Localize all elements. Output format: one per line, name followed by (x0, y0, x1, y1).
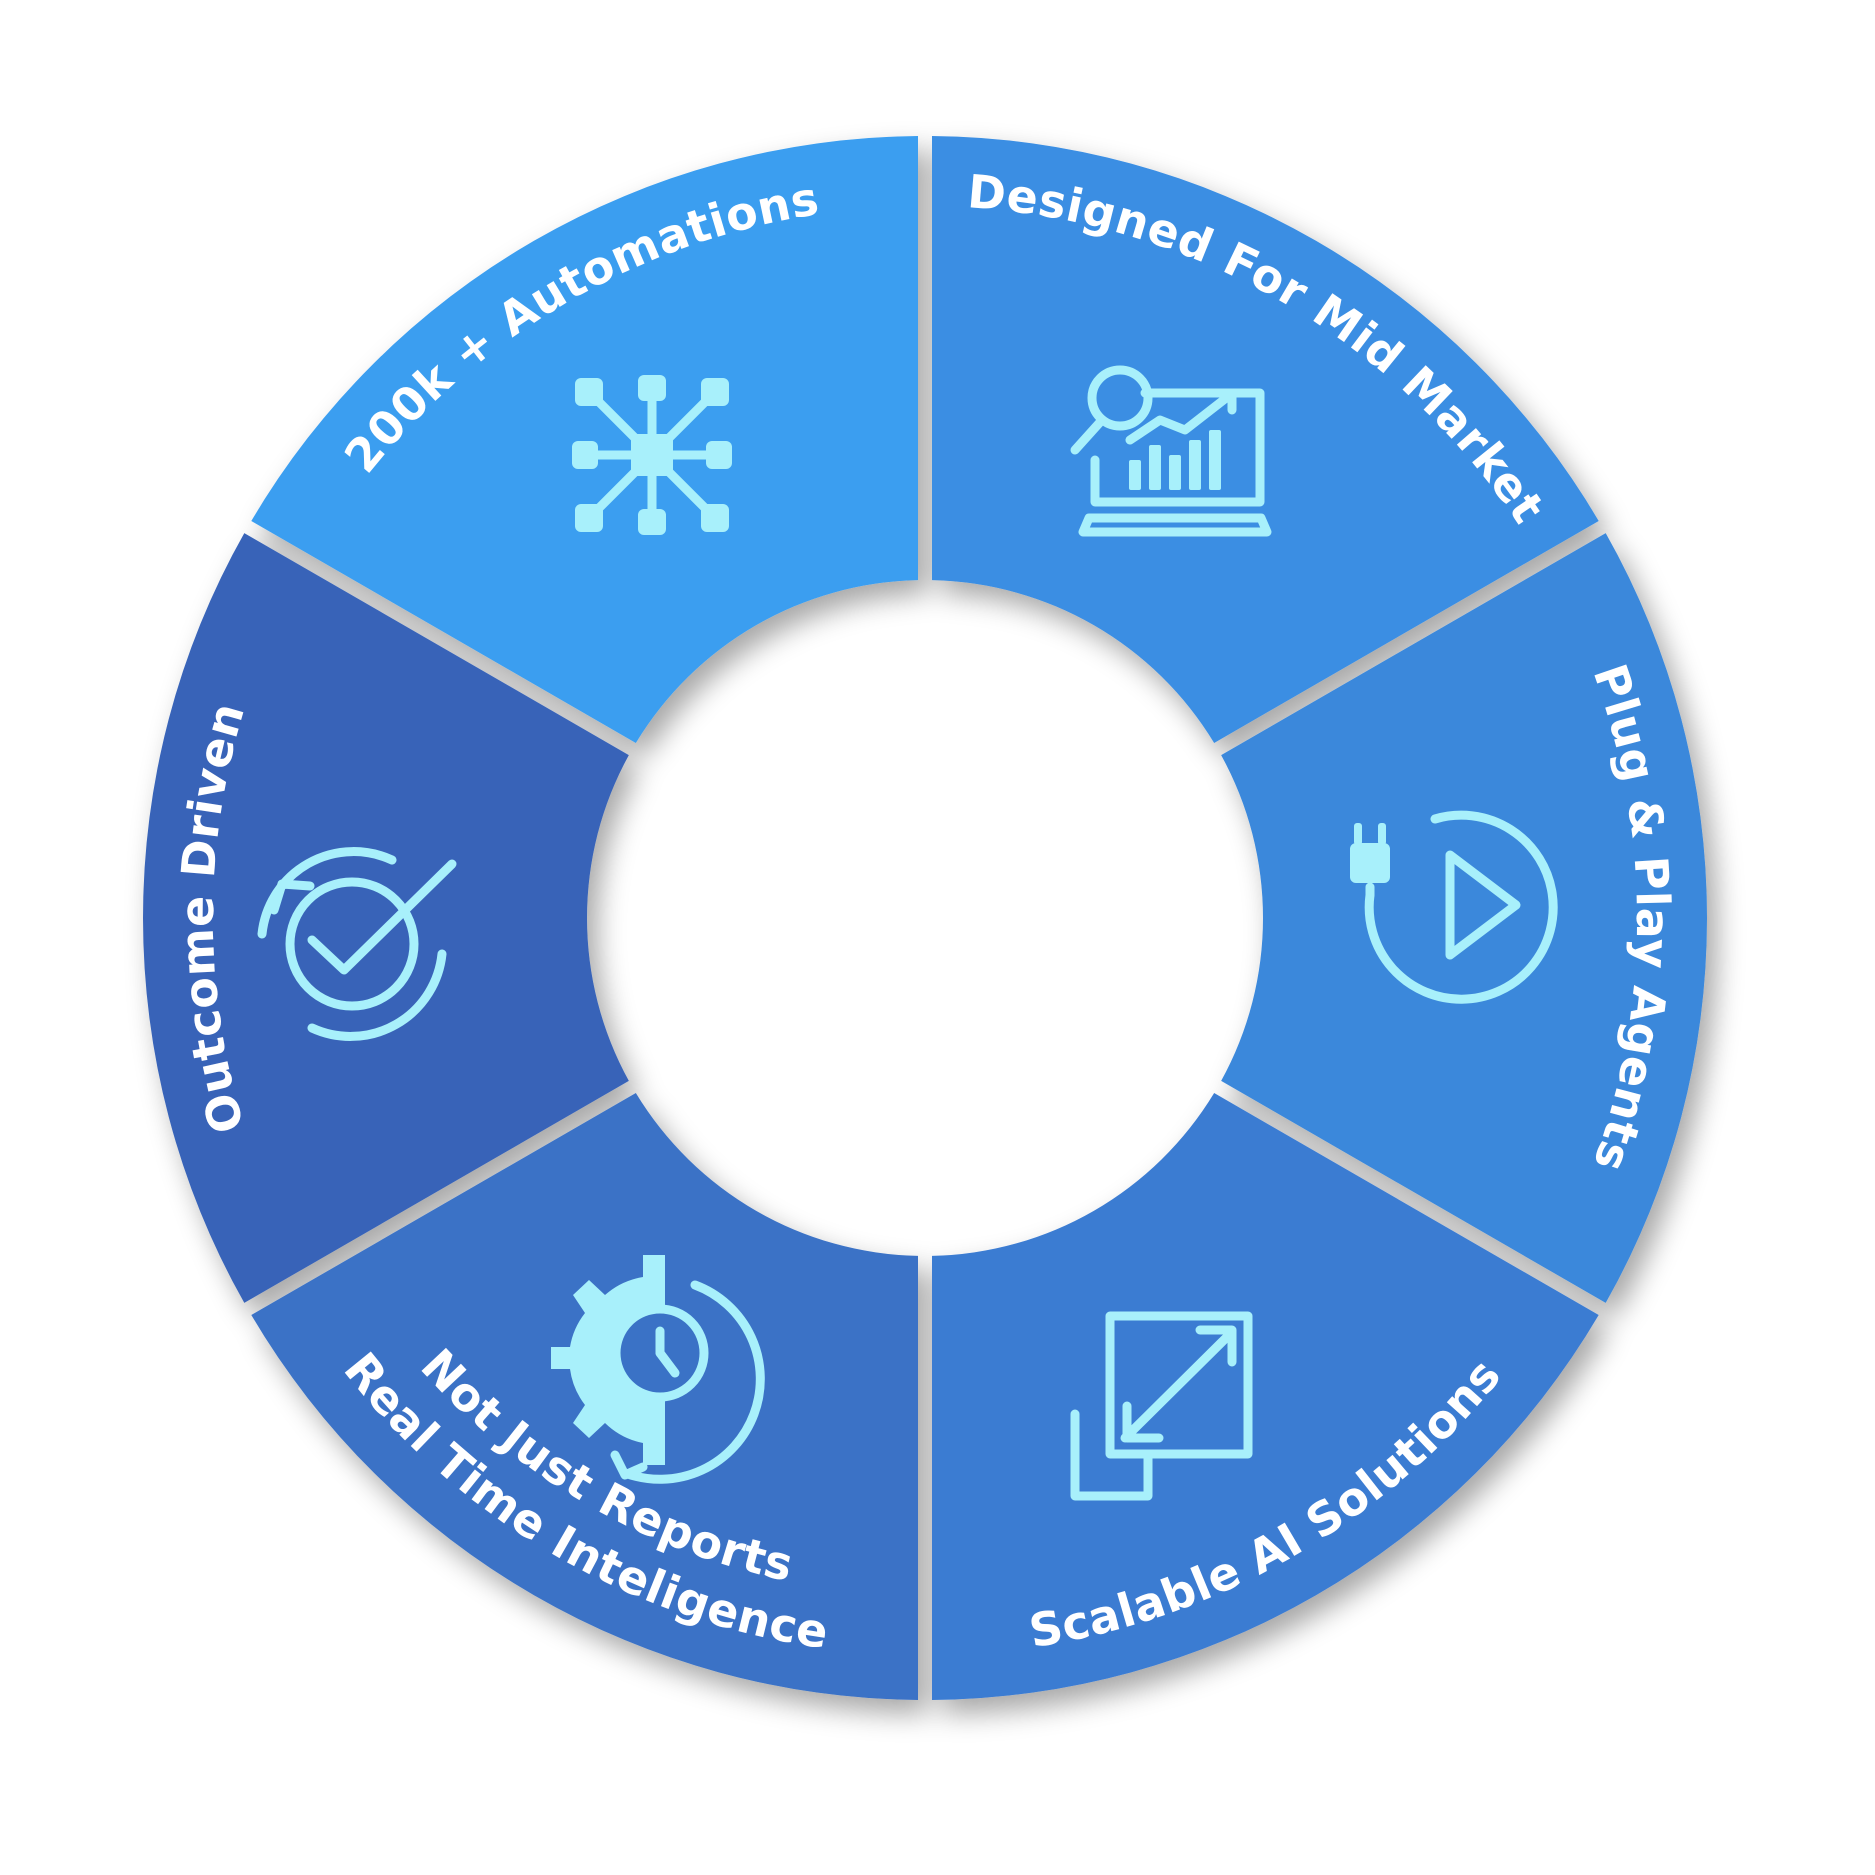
segment-automations (251, 136, 919, 743)
segment-plug-play (1221, 533, 1708, 1303)
segment-mid-market (931, 136, 1599, 743)
segment-outcome (142, 533, 629, 1303)
gear-clock-icon (551, 1255, 765, 1484)
resize-arrows-icon (1070, 1311, 1253, 1501)
segment-scalable (931, 1093, 1599, 1700)
segment-group (142, 136, 1708, 1700)
network-hub-icon (572, 375, 732, 535)
analytics-laptop-icon (1070, 365, 1272, 537)
plug-play-icon (1350, 810, 1558, 1004)
check-cycle-icon (257, 847, 457, 1041)
